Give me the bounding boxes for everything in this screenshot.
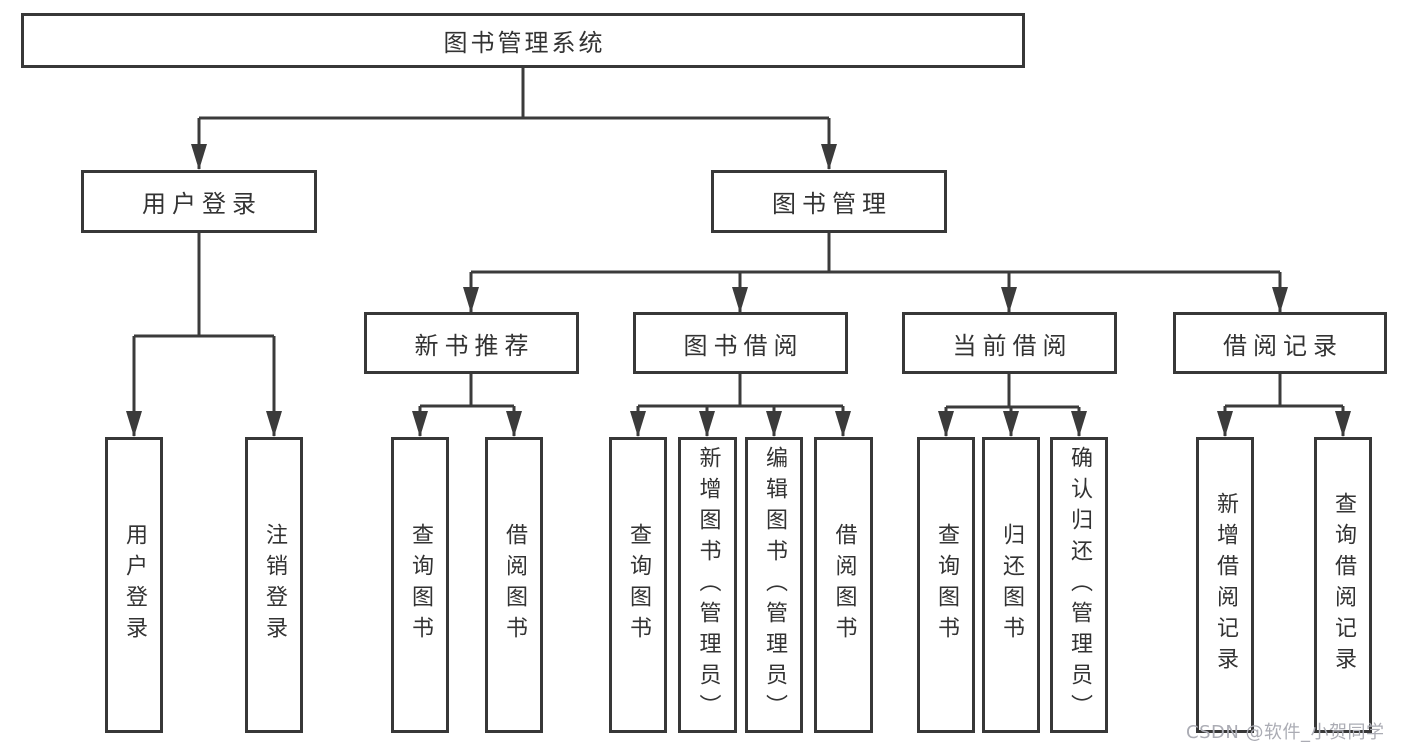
leaf-user-login-label: 用户登录: [122, 523, 147, 647]
leaf-borrowing-borrow-books: 借阅图书: [814, 437, 873, 733]
leaf-recommend-borrow-books: 借阅图书: [485, 437, 543, 733]
leaf-recommend-query-books: 查询图书: [391, 437, 449, 733]
node-user-login: 用户登录: [81, 170, 317, 233]
node-book-management: 图书管理: [711, 170, 947, 233]
leaf-logout: 注销登录: [245, 437, 303, 733]
leaf-borrowing-add-books-label: 新增图书（管理员）: [695, 445, 721, 725]
leaf-logout-label: 注销登录: [262, 523, 287, 647]
node-book-borrowing-label: 图书借阅: [683, 331, 804, 360]
node-borrowing-records: 借阅记录: [1173, 312, 1387, 374]
node-current-borrowing: 当前借阅: [902, 312, 1117, 374]
node-root-label: 图书管理系统: [443, 29, 606, 57]
node-user-login-label: 用户登录: [142, 190, 262, 218]
leaf-current-query-books-label: 查询图书: [934, 523, 959, 647]
leaf-user-login: 用户登录: [105, 437, 163, 733]
watermark: CSDN @软件_小贺同学: [1186, 722, 1385, 743]
leaf-records-query-record: 查询借阅记录: [1314, 437, 1372, 733]
leaf-borrowing-add-books: 新增图书（管理员）: [678, 437, 737, 733]
node-new-book-recommend-label: 新书推荐: [414, 331, 535, 360]
leaf-records-query-record-label: 查询借阅记录: [1331, 492, 1356, 678]
leaf-borrowing-edit-books-label: 编辑图书（管理员）: [762, 445, 787, 725]
node-borrowing-records-label: 借阅记录: [1223, 331, 1343, 360]
leaf-current-query-books: 查询图书: [917, 437, 975, 733]
leaf-borrowing-query-books-label: 查询图书: [626, 523, 651, 647]
leaf-current-confirm-return: 确认归还（管理员）: [1050, 437, 1108, 733]
node-book-management-label: 图书管理: [772, 190, 892, 218]
leaf-borrowing-edit-books: 编辑图书（管理员）: [745, 437, 803, 733]
node-current-borrowing-label: 当前借阅: [952, 331, 1073, 360]
node-book-borrowing: 图书借阅: [633, 312, 848, 374]
leaf-current-return-books: 归还图书: [982, 437, 1040, 733]
node-root: 图书管理系统: [21, 13, 1025, 68]
node-new-book-recommend: 新书推荐: [364, 312, 579, 374]
leaf-current-confirm-return-label: 确认归还（管理员）: [1067, 445, 1092, 725]
leaf-recommend-borrow-books-label: 借阅图书: [502, 523, 527, 647]
leaf-borrowing-query-books: 查询图书: [609, 437, 667, 733]
leaf-records-add-record-label: 新增借阅记录: [1213, 492, 1238, 678]
leaf-records-add-record: 新增借阅记录: [1196, 437, 1254, 733]
connector-arrows: [126, 118, 1351, 437]
leaf-current-return-books-label: 归还图书: [999, 523, 1024, 647]
leaf-borrowing-borrow-books-label: 借阅图书: [831, 523, 857, 647]
leaf-recommend-query-books-label: 查询图书: [408, 523, 433, 647]
connector-trunks: [134, 68, 1343, 409]
